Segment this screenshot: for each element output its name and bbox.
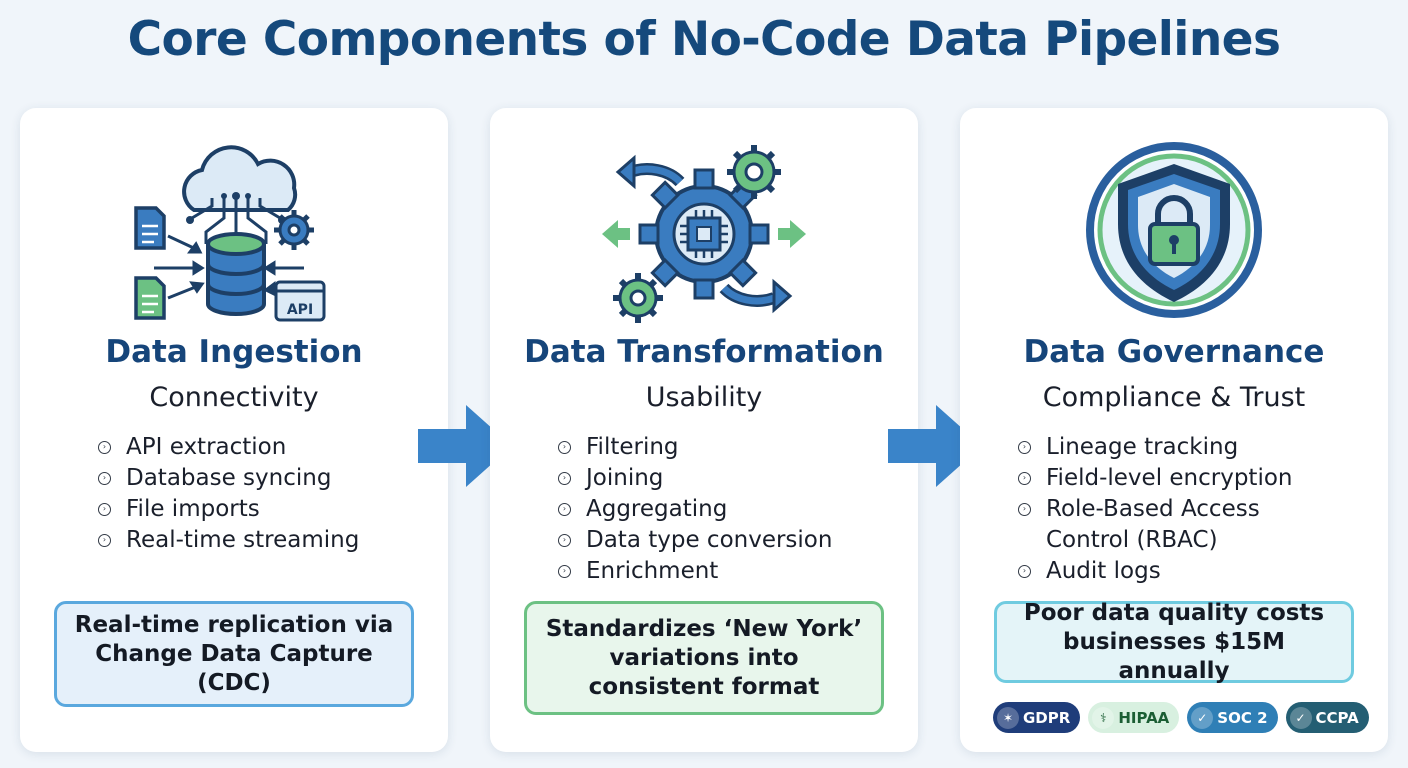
gears-processor-icon: [594, 138, 814, 328]
circle-chevron-icon: ›: [1018, 565, 1031, 578]
list-item: ›Lineage tracking: [1018, 432, 1293, 463]
circle-chevron-icon: ›: [98, 503, 111, 516]
callout-box: Real-time replication via Change Data Ca…: [54, 601, 414, 707]
api-label: API: [287, 302, 313, 318]
circle-chevron-icon: ›: [1018, 441, 1031, 454]
circle-chevron-icon: ›: [98, 534, 111, 547]
list-item: ›Joining: [558, 463, 832, 494]
list-item: ›API extraction: [98, 432, 359, 463]
badge-gdpr: ✶ GDPR: [993, 702, 1081, 733]
card-heading: Data Ingestion: [105, 334, 363, 370]
card-data-transformation: Data Transformation Usability ›Filtering…: [490, 108, 918, 752]
shield-icon: ✓: [1289, 706, 1312, 729]
compliance-badges: ✶ GDPR ⚕ HIPAA ✓ SOC 2 ✓ CCPA: [993, 702, 1369, 733]
eu-stars-icon: ✶: [997, 706, 1019, 729]
circle-chevron-icon: ›: [558, 472, 571, 485]
list-item: ›Real-time streaming: [98, 525, 359, 556]
card-subheading: Connectivity: [149, 382, 319, 413]
list-item: ›Enrichment: [558, 556, 832, 587]
right-arrow-icon: [888, 405, 982, 487]
card-subheading: Usability: [645, 382, 763, 413]
check-shield-icon: ✓: [1191, 706, 1214, 729]
circle-chevron-icon: ›: [558, 503, 571, 516]
card-subheading: Compliance & Trust: [1042, 382, 1306, 413]
callout-box: Standardizes ‘New York’ variations into …: [524, 601, 884, 715]
callout-box: Poor data quality costs businesses $15M …: [994, 600, 1354, 684]
shield-lock-icon: [1064, 138, 1284, 328]
list-item: ›Field-level encryption: [1018, 463, 1293, 494]
cloud-database-icon: API: [124, 138, 344, 328]
badge-soc2: ✓ SOC 2: [1187, 702, 1278, 733]
list-item: ›Filtering: [558, 432, 832, 463]
list-item: ›File imports: [98, 494, 359, 525]
bullet-list: ›Lineage tracking ›Field-level encryptio…: [1018, 432, 1293, 587]
right-arrow-icon: [418, 405, 512, 487]
bullet-list: ›Filtering ›Joining ›Aggregating ›Data t…: [558, 432, 832, 587]
card-data-ingestion: API Data Ingestion Connectivity ›API ext…: [20, 108, 448, 752]
circle-chevron-icon: ›: [1018, 472, 1031, 485]
circle-chevron-icon: ›: [558, 565, 571, 578]
list-item: ›Audit logs: [1018, 556, 1293, 587]
card-heading: Data Transformation: [524, 334, 884, 370]
card-heading: Data Governance: [1023, 334, 1325, 370]
circle-chevron-icon: ›: [98, 441, 111, 454]
list-item: ›Role-Based Access Control (RBAC): [1018, 494, 1288, 556]
circle-chevron-icon: ›: [558, 441, 571, 454]
circle-chevron-icon: ›: [98, 472, 111, 485]
bullet-list: ›API extraction ›Database syncing ›File …: [98, 432, 359, 556]
caduceus-icon: ⚕: [1092, 706, 1115, 729]
list-item: ›Aggregating: [558, 494, 832, 525]
badge-ccpa: ✓ CCPA: [1285, 702, 1369, 733]
circle-chevron-icon: ›: [1018, 503, 1031, 516]
page-title: Core Components of No-Code Data Pipeline…: [127, 12, 1281, 67]
list-item: ›Data type conversion: [558, 525, 832, 556]
list-item: ›Database syncing: [98, 463, 359, 494]
badge-hipaa: ⚕ HIPAA: [1088, 702, 1180, 733]
circle-chevron-icon: ›: [558, 534, 571, 547]
card-data-governance: Data Governance Compliance & Trust ›Line…: [960, 108, 1388, 752]
